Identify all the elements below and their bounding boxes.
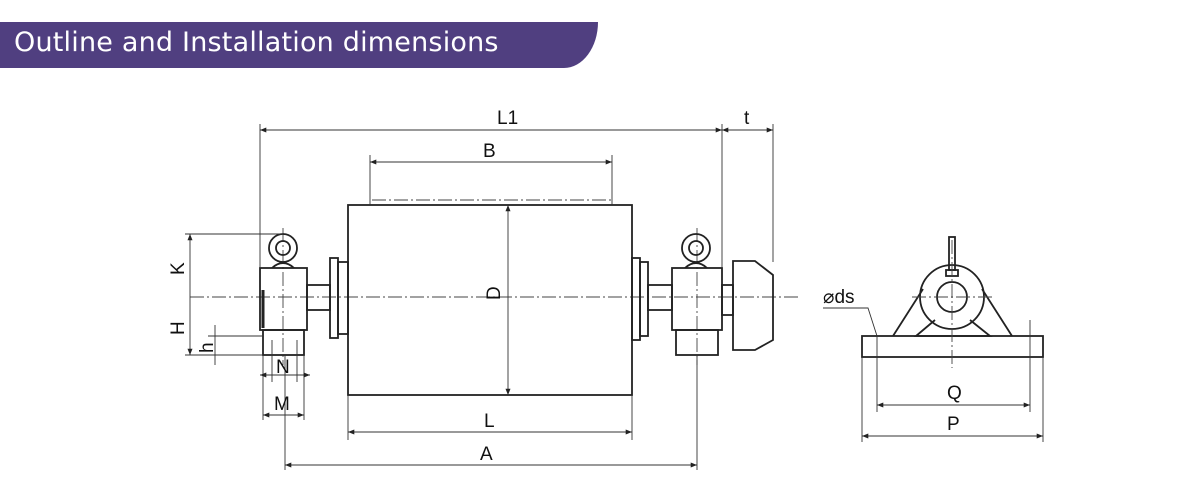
- dim-label-h: h: [197, 342, 218, 353]
- dim-label-A: A: [480, 444, 493, 465]
- dim-label-H: H: [168, 321, 189, 335]
- dim-label-N: N: [276, 357, 290, 378]
- dim-label-L1: L1: [497, 108, 518, 129]
- dim-label-D: D: [484, 286, 505, 300]
- left-bearing: [259, 233, 349, 356]
- section-title: Outline and Installation dimensions: [14, 27, 499, 58]
- dim-label-t: t: [744, 108, 750, 129]
- section-header: Outline and Installation dimensions: [0, 22, 598, 68]
- side-view-bearing: [861, 236, 1044, 368]
- dim-label-P: P: [947, 414, 960, 435]
- right-bearing: [631, 233, 774, 356]
- dim-label-Q: Q: [947, 383, 962, 404]
- dim-label-M: M: [274, 394, 290, 415]
- dim-label-ds: ⌀ds: [823, 287, 855, 308]
- dim-label-K: K: [168, 262, 189, 275]
- dim-label-B: B: [483, 141, 496, 162]
- dim-label-L: L: [484, 411, 495, 432]
